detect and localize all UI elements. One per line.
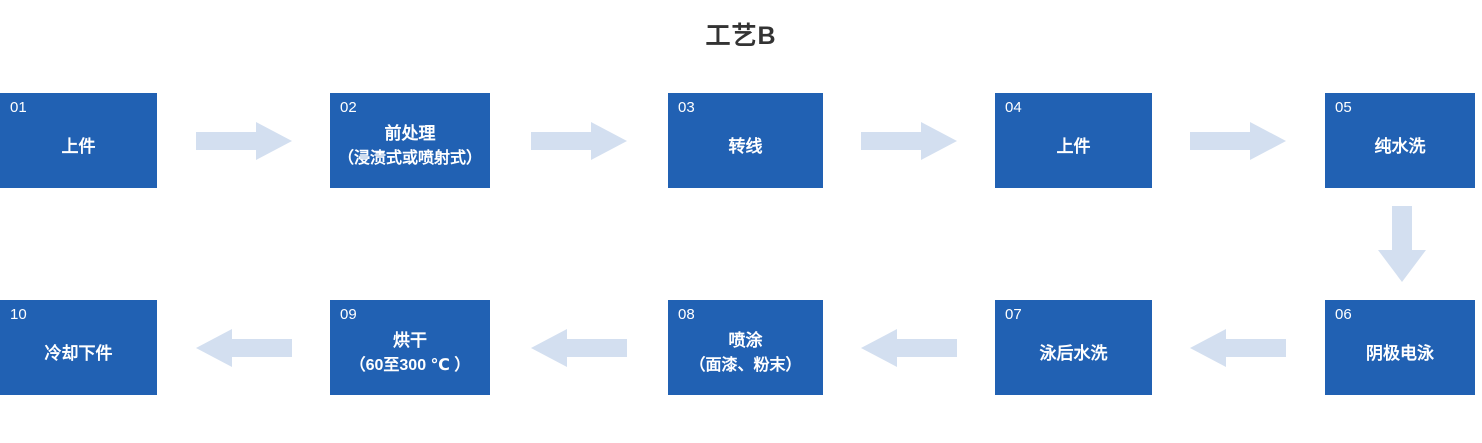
arrow-shaft <box>895 339 957 357</box>
arrow-head <box>1378 250 1426 282</box>
flow-step-03: 03 转线 <box>668 93 823 188</box>
step-label: 泳后水洗 <box>1039 343 1108 363</box>
flow-step-09: 09 烘干 （60至300 ℃ ） <box>330 300 490 395</box>
step-label: 喷涂 <box>728 330 763 350</box>
flow-step-07: 07 泳后水洗 <box>995 300 1152 395</box>
flow-step-05: 05 纯水洗 <box>1325 93 1475 188</box>
step-number: 02 <box>340 99 357 116</box>
flow-step-04: 04 上件 <box>995 93 1152 188</box>
arrow-head <box>256 122 292 160</box>
arrow-head <box>1250 122 1286 160</box>
step-label: 烘干 <box>393 330 427 350</box>
flow-step-10: 10 冷却下件 <box>0 300 157 395</box>
flow-step-06: 06 阴极电泳 <box>1325 300 1475 395</box>
arrow-shaft <box>1224 339 1286 357</box>
step-number: 01 <box>10 99 27 116</box>
step-sublabel: （60至300 ℃ ） <box>349 357 471 375</box>
step-sublabel: （面漆、粉末） <box>689 357 802 375</box>
arrow-down-icon <box>1378 206 1426 282</box>
step-label: 冷却下件 <box>44 343 113 363</box>
step-label: 转线 <box>728 136 763 156</box>
arrow-head <box>921 122 957 160</box>
arrow-left-icon <box>531 329 627 367</box>
arrow-head <box>591 122 627 160</box>
arrow-shaft <box>861 132 923 150</box>
arrow-right-icon <box>196 122 292 160</box>
step-label: 上件 <box>61 136 96 156</box>
step-number: 05 <box>1335 99 1352 116</box>
arrow-head <box>196 329 232 367</box>
arrow-head <box>861 329 897 367</box>
arrow-shaft <box>531 132 593 150</box>
arrow-left-icon <box>861 329 957 367</box>
step-number: 07 <box>1005 306 1022 323</box>
step-number: 09 <box>340 306 357 323</box>
step-number: 08 <box>678 306 695 323</box>
arrow-shaft <box>230 339 292 357</box>
arrow-shaft <box>565 339 627 357</box>
arrow-head <box>531 329 567 367</box>
arrow-right-icon <box>861 122 957 160</box>
step-label: 上件 <box>1056 136 1091 156</box>
arrow-left-icon <box>196 329 292 367</box>
flow-step-01: 01 上件 <box>0 93 157 188</box>
step-number: 06 <box>1335 306 1352 323</box>
arrow-head <box>1190 329 1226 367</box>
arrow-right-icon <box>1190 122 1286 160</box>
arrow-right-icon <box>531 122 627 160</box>
flow-step-08: 08 喷涂 （面漆、粉末） <box>668 300 823 395</box>
arrow-shaft <box>1392 206 1412 252</box>
step-label: 纯水洗 <box>1374 136 1426 156</box>
arrow-shaft <box>1190 132 1252 150</box>
step-number: 04 <box>1005 99 1022 116</box>
flow-step-02: 02 前处理 （浸渍式或喷射式） <box>330 93 490 188</box>
step-label: 阴极电泳 <box>1366 343 1434 363</box>
step-label: 前处理 <box>384 123 436 143</box>
step-number: 10 <box>10 306 27 323</box>
step-sublabel: （浸渍式或喷射式） <box>337 150 482 168</box>
arrow-left-icon <box>1190 329 1286 367</box>
page-title: 工艺B <box>705 22 777 50</box>
arrow-shaft <box>196 132 258 150</box>
step-number: 03 <box>678 99 695 116</box>
